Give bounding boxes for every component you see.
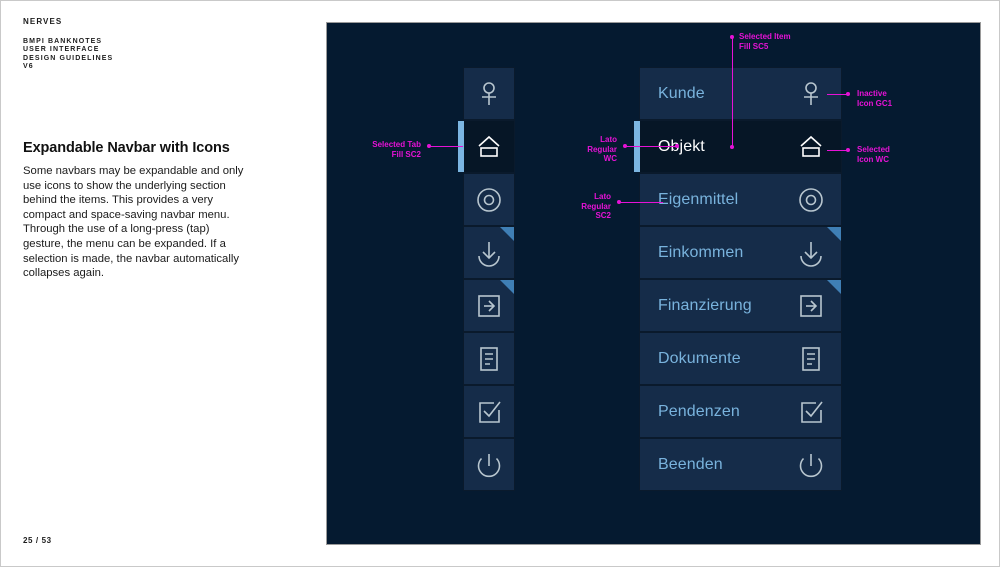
- download-icon: [789, 231, 833, 275]
- download-icon: [467, 231, 511, 275]
- nav-item-label: Dokumente: [658, 349, 741, 367]
- meta-line-4: V6: [23, 63, 34, 71]
- annotation-dot: [730, 145, 734, 149]
- annotation-leader: [619, 202, 663, 203]
- nav-item-pendenzen[interactable]: [463, 385, 515, 438]
- checkbox-icon: [467, 390, 511, 434]
- annotation-leader: [429, 146, 463, 147]
- brand-title: NERVES: [23, 17, 63, 26]
- nav-item-finanzierung[interactable]: [463, 279, 515, 332]
- annotation-dot: [675, 144, 679, 148]
- annotation-leader: [827, 94, 848, 95]
- power-icon: [467, 443, 511, 487]
- login-icon: [467, 284, 511, 328]
- nav-item-dokumente[interactable]: [463, 332, 515, 385]
- annotation-selected-tab: Selected Tab Fill SC2: [372, 140, 421, 159]
- meta-line-3: DESIGN GUIDELINES: [23, 54, 114, 62]
- page-number: 25 / 53: [23, 536, 52, 545]
- nav-item-label: Eigenmittel: [658, 190, 739, 208]
- checkbox-icon: [789, 390, 833, 434]
- target-icon: [467, 178, 511, 222]
- house-icon: [467, 125, 511, 169]
- corner-marker: [500, 280, 514, 294]
- house-icon: [789, 125, 833, 169]
- nav-item-label: Einkommen: [658, 243, 744, 261]
- nav-item-label: Pendenzen: [658, 402, 740, 420]
- nav-item-kunde[interactable]: Kunde: [639, 67, 842, 120]
- annotation-dot: [846, 92, 850, 96]
- nav-item-einkommen[interactable]: [463, 226, 515, 279]
- nav-item-pendenzen[interactable]: Pendenzen: [639, 385, 842, 438]
- meta-line-1: BMPI BANKNOTES: [23, 38, 103, 45]
- annotation-selected-icon: Selected Icon WC: [857, 145, 890, 164]
- nav-item-dokumente[interactable]: Dokumente: [639, 332, 842, 385]
- nav-item-label: Beenden: [658, 455, 723, 473]
- power-icon: [789, 443, 833, 487]
- annotation-leader: [827, 150, 848, 151]
- corner-marker: [500, 227, 514, 241]
- annotation-inactive-icon: Inactive Icon GC1: [857, 89, 893, 108]
- document-icon: [467, 337, 511, 381]
- nav-item-objekt[interactable]: [458, 120, 515, 173]
- nav-item-eigenmittel[interactable]: [463, 173, 515, 226]
- document-meta: BMPI BANKNOTES USER INTERFACE DESIGN GUI…: [23, 38, 273, 72]
- corner-marker: [827, 280, 841, 294]
- nav-item-kunde[interactable]: [463, 67, 515, 120]
- person-icon: [789, 72, 833, 116]
- meta-line-2: USER INTERFACE: [23, 46, 100, 54]
- nav-item-finanzierung[interactable]: Finanzierung: [639, 279, 842, 332]
- annotation-type-sc2: Lato Regular SC2: [581, 192, 611, 221]
- corner-marker: [827, 227, 841, 241]
- annotation-leader: [625, 146, 677, 147]
- body-copy: Some navbars may be expandable and only …: [23, 165, 244, 280]
- annotation-type-wc: Lato Regular WC: [587, 135, 617, 164]
- collapsed-navbar: [458, 67, 515, 491]
- nav-item-label: Finanzierung: [658, 296, 752, 314]
- nav-item-label: Kunde: [658, 84, 705, 102]
- nav-item-beenden[interactable]: Beenden: [639, 438, 842, 491]
- nav-item-label: Objekt: [658, 137, 705, 155]
- nav-item-beenden[interactable]: [463, 438, 515, 491]
- document-header: NERVES BMPI BANKNOTES USER INTERFACE DES…: [23, 17, 273, 72]
- login-icon: [789, 284, 833, 328]
- target-icon: [789, 178, 833, 222]
- annotation-dot: [846, 148, 850, 152]
- annotation-selected-item: Selected Item Fill SC5: [739, 32, 791, 51]
- nav-item-einkommen[interactable]: Einkommen: [639, 226, 842, 279]
- person-icon: [467, 72, 511, 116]
- nav-item-eigenmittel[interactable]: Eigenmittel: [639, 173, 842, 226]
- document-icon: [789, 337, 833, 381]
- page-title: Expandable Navbar with Icons: [23, 140, 230, 156]
- annotation-leader: [732, 37, 733, 147]
